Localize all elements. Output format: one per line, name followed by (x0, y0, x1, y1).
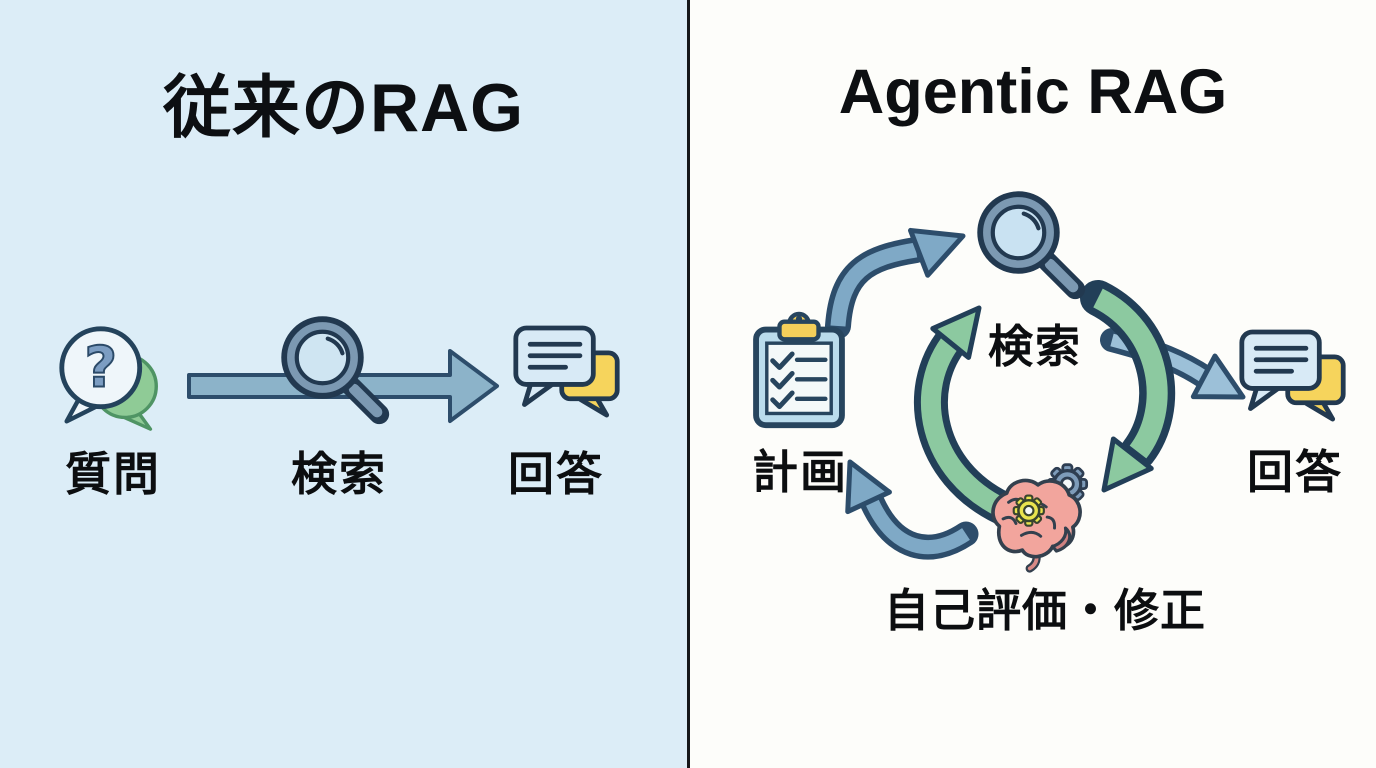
label-search-left: 検索 (291, 448, 387, 500)
question-bubbles-icon: ? (59, 326, 158, 431)
chat-bubbles-icon (513, 325, 620, 418)
gear-icon (1012, 494, 1045, 527)
traditional-rag-title: 従来のRAG (162, 70, 525, 146)
label-answer-left: 回答 (508, 448, 604, 500)
brain-gears-icon (991, 463, 1089, 573)
panel-divider (687, 0, 690, 768)
label-question: 質問 (65, 448, 161, 500)
label-self-evaluation: 自己評価・修正 (883, 585, 1206, 636)
chat-bubbles-icon (1239, 329, 1346, 422)
agentic-rag-title: Agentic RAG (838, 57, 1228, 127)
svg-text:?: ? (84, 335, 117, 400)
clipboard-checklist-icon (753, 311, 845, 429)
label-answer-right: 回答 (1247, 446, 1343, 498)
label-plan: 計画 (752, 446, 848, 498)
magnifier-icon (977, 191, 1086, 300)
magnifier-icon (281, 316, 390, 425)
label-search-right: 検索 (987, 321, 1082, 372)
